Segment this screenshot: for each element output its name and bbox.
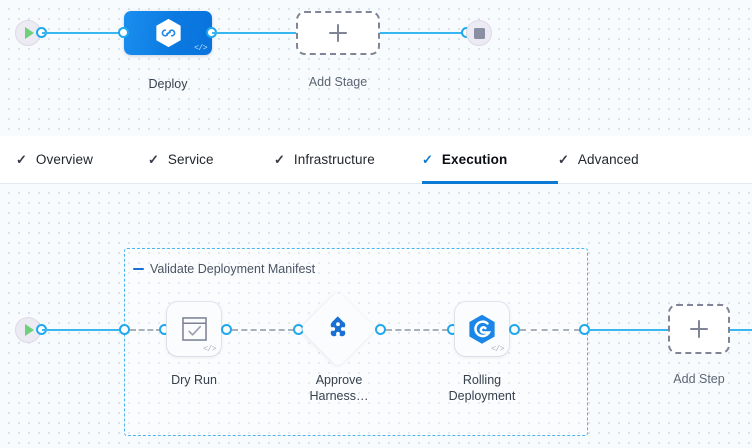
tab-overview[interactable]: ✓ Overview [0, 136, 148, 183]
plus-icon [329, 24, 347, 42]
tab-infrastructure-label: Infrastructure [293, 152, 375, 167]
exec-port-approve-out[interactable] [375, 324, 386, 335]
tab-service-label: Service [167, 152, 214, 167]
step-label-dry-run: Dry Run [171, 373, 217, 387]
tab-advanced-label: Advanced [577, 152, 639, 167]
code-badge-icon: </> [491, 345, 504, 354]
connector-group-to-addstep [588, 329, 670, 331]
execution-canvas[interactable]: Validate Deployment Manifest </> Dry Run [0, 184, 752, 448]
step-node-rolling-deployment[interactable]: </> [455, 302, 509, 356]
step-node-dry-run[interactable]: </> [167, 302, 221, 356]
tab-advanced[interactable]: ✓ Advanced [558, 136, 698, 183]
step-node-approve-harness[interactable] [311, 302, 365, 356]
code-badge-icon: </> [194, 44, 207, 53]
add-step-label: Add Step [673, 372, 725, 386]
play-icon [25, 324, 34, 336]
check-icon: ✓ [274, 152, 285, 167]
exec-port-group-in[interactable] [119, 324, 130, 335]
tab-service[interactable]: ✓ Service [148, 136, 274, 183]
minus-icon[interactable] [133, 268, 144, 270]
checkbox-window-icon [181, 317, 207, 341]
connector-addstep-trailing [730, 329, 752, 331]
check-icon: ✓ [16, 152, 27, 167]
step-group-header[interactable]: Validate Deployment Manifest [133, 262, 315, 276]
exec-port-dryrun-out[interactable] [221, 324, 232, 335]
step-label-approve-harness: Approve Harness… [309, 373, 369, 403]
exec-port-rolling-out[interactable] [509, 324, 520, 335]
connector-deploy-to-addstage [212, 32, 300, 34]
connector-rolling-to-groupexit [520, 329, 580, 331]
harness-hexagon-icon [155, 18, 181, 48]
stage-canvas[interactable]: </> Deploy Add Stage [0, 0, 752, 136]
stage-port-deploy-in[interactable] [118, 27, 129, 38]
tab-overview-label: Overview [35, 152, 93, 167]
check-icon: ✓ [558, 152, 569, 167]
check-icon: ✓ [422, 152, 433, 167]
stage-label-deploy: Deploy [148, 77, 188, 91]
connector-start-to-group [42, 329, 122, 331]
add-stage-label: Add Stage [308, 75, 368, 89]
check-icon: ✓ [148, 152, 159, 167]
stop-icon [473, 27, 485, 39]
connector-dryrun-to-approve [232, 329, 294, 331]
tab-execution[interactable]: ✓ Execution [422, 136, 558, 184]
pipeline-end-node[interactable] [466, 20, 492, 46]
step-label-rolling-deployment: Rolling Deployment [448, 373, 516, 403]
connector-approve-to-rolling [386, 329, 448, 331]
harness-approval-icon [330, 316, 346, 337]
rolling-deployment-icon [469, 314, 495, 344]
stage-node-deploy[interactable]: </> [124, 11, 212, 55]
tab-infrastructure[interactable]: ✓ Infrastructure [274, 136, 422, 183]
connector-group-to-dryrun [130, 329, 162, 331]
step-group-label: Validate Deployment Manifest [150, 262, 316, 276]
connector-addstage-to-end [380, 32, 466, 34]
tab-execution-label: Execution [441, 152, 508, 167]
play-icon [25, 27, 34, 39]
plus-icon [690, 320, 708, 338]
add-stage-button[interactable] [296, 11, 380, 55]
stage-config-tabs: ✓ Overview ✓ Service ✓ Infrastructure ✓ … [0, 136, 752, 184]
add-step-button[interactable] [668, 304, 730, 354]
code-badge-icon: </> [203, 345, 216, 354]
connector-start-to-deploy [42, 32, 126, 34]
